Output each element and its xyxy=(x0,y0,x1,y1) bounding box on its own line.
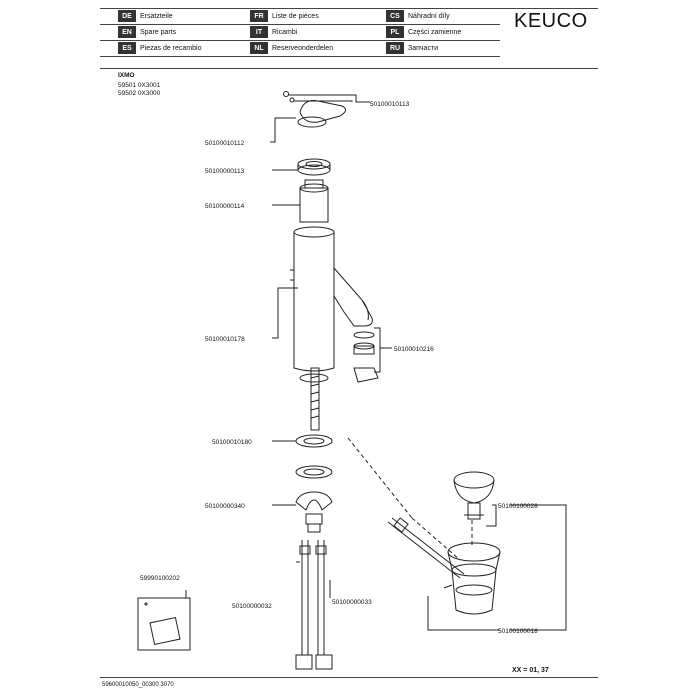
hose-nut xyxy=(295,654,313,670)
alignment-line xyxy=(411,517,461,561)
leader-line xyxy=(270,117,296,143)
hose-nut xyxy=(315,654,333,670)
part-number: 50100010113 xyxy=(370,101,410,108)
language-code: EN xyxy=(118,26,136,38)
footer-rule xyxy=(100,677,598,678)
product-name: IXMO xyxy=(118,72,135,79)
part-number: 50100100028 xyxy=(498,503,538,510)
part-number: 50100000032 xyxy=(232,603,272,610)
header-rule xyxy=(100,40,500,41)
faucet-body xyxy=(293,232,335,372)
part-number: 50100010112 xyxy=(205,140,245,147)
part-number: 50100010216 xyxy=(394,346,434,353)
leader-line xyxy=(510,504,567,631)
aerator xyxy=(353,345,375,355)
leader-line xyxy=(288,94,370,103)
language-code: PL xyxy=(386,26,404,38)
part-number: 50100000340 xyxy=(205,503,245,510)
screw xyxy=(289,97,295,103)
language-label: Liste de pièces xyxy=(272,13,319,20)
language-code: FR xyxy=(250,10,268,22)
language-label: Reserveonderdelen xyxy=(272,45,334,52)
header-rule xyxy=(100,56,500,57)
brand-logo: KEUCO xyxy=(514,10,588,32)
language-row: ES Piezas de recambio NL Reserveonderdel… xyxy=(100,41,500,56)
language-label: Запчасти xyxy=(408,45,439,52)
aerator-ring xyxy=(353,331,375,339)
language-code: RU xyxy=(386,42,404,54)
language-code: DE xyxy=(118,10,136,22)
screw xyxy=(283,91,289,97)
gasket xyxy=(295,465,333,479)
language-label: Piezas de recambio xyxy=(140,45,202,52)
document-number: 59600010050_00300 3070 xyxy=(102,682,174,688)
waste-body xyxy=(447,542,501,562)
leader-line xyxy=(486,504,497,527)
part-number: 50100100018 xyxy=(498,628,538,635)
header-rule xyxy=(100,24,500,25)
drain-plug xyxy=(453,471,495,489)
article-number: 59502 0X3000 xyxy=(118,90,161,97)
language-label: Spare parts xyxy=(140,29,177,36)
o-ring xyxy=(299,373,329,383)
header-bottom-rule xyxy=(100,68,598,69)
language-code: NL xyxy=(250,42,268,54)
language-label: Części zamienne xyxy=(408,29,462,36)
alignment-line xyxy=(347,437,413,519)
gasket xyxy=(295,434,333,448)
language-label: Ricambi xyxy=(272,29,298,36)
leader-line xyxy=(427,596,500,631)
header-top-rule xyxy=(100,8,598,9)
language-code: CS xyxy=(386,10,404,22)
variant-footnote: XX = 01, 37 xyxy=(512,667,549,674)
part-number: 59990100202 xyxy=(140,575,180,582)
mounting-template xyxy=(137,597,191,651)
lever-cap-base xyxy=(297,116,327,128)
pull-rod xyxy=(387,521,461,579)
leader-line xyxy=(272,287,298,339)
language-code: ES xyxy=(118,42,136,54)
part-number: 50100010178 xyxy=(205,336,245,343)
threaded-rod xyxy=(310,367,320,431)
language-row: EN Spare parts IT Ricambi PL Części zami… xyxy=(100,25,500,40)
language-code: IT xyxy=(250,26,268,38)
leader-line xyxy=(294,100,353,102)
language-label: Ersatzteile xyxy=(140,13,173,20)
faucet-spout xyxy=(333,267,373,327)
nut xyxy=(305,513,323,525)
language-table: DE Ersatzteile FR Liste de pièces CS Náh… xyxy=(100,8,598,68)
horseshoe-plate xyxy=(295,491,333,511)
part-number: 50100010180 xyxy=(212,439,252,446)
article-number: 59501 0X3001 xyxy=(118,82,161,89)
language-label: Náhradní díly xyxy=(408,13,450,20)
part-number: 50100000033 xyxy=(332,599,372,606)
cartridge xyxy=(299,187,329,223)
lever-cap xyxy=(299,100,346,123)
language-row: DE Ersatzteile FR Liste de pièces CS Náh… xyxy=(100,9,500,24)
retaining-nut xyxy=(297,158,331,170)
leader-line xyxy=(374,327,381,373)
part-number: 50100000114 xyxy=(205,203,245,210)
part-number: 50100000113 xyxy=(205,168,245,175)
aerator-housing xyxy=(353,367,379,383)
